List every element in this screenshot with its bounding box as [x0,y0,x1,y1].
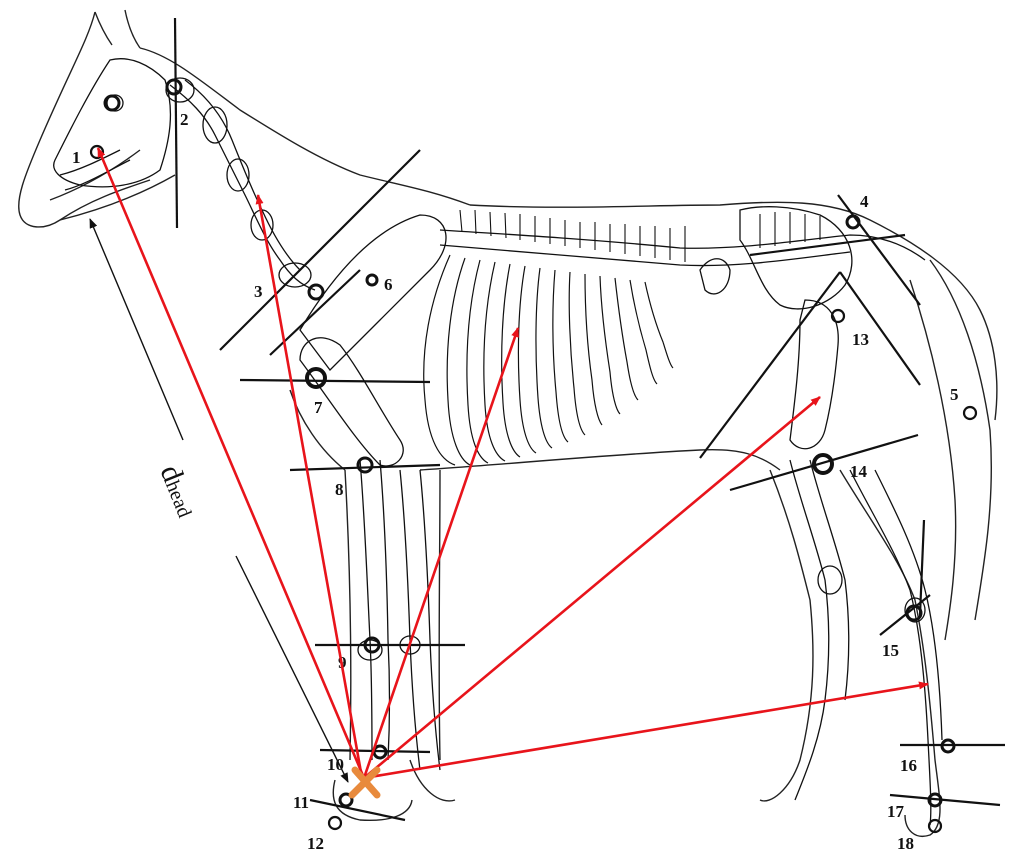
marker-label-6: 6 [384,275,393,294]
marker-label-18: 18 [897,834,914,853]
distance-line-upper [90,219,183,440]
joint-marker [167,80,181,94]
distance-label: dhead [154,460,204,521]
joint-marker [329,817,341,829]
horse-skeleton [54,59,942,825]
marker-label-17: 17 [887,802,905,821]
marker-label-16: 16 [900,756,917,775]
marker-label-3: 3 [254,282,263,301]
marker-label-7: 7 [314,398,323,417]
marker-label-1: 1 [72,148,81,167]
marker-label-10: 10 [327,755,344,774]
marker-label-13: 13 [852,330,869,349]
joint-marker [307,369,325,387]
vector-to-thorax [364,328,518,778]
marker-label-4: 4 [860,192,869,211]
joint-marker [309,285,323,299]
marker-labels: 1 2 3 4 5 6 7 8 9 10 11 12 13 14 15 16 1… [72,110,959,853]
vector-to-hind-cannon [364,684,928,778]
marker-label-5: 5 [950,385,959,404]
marker-label-15: 15 [882,641,899,660]
marker-label-8: 8 [335,480,344,499]
measurement-lines [175,18,1005,820]
marker-label-12: 12 [307,834,324,853]
joint-marker [964,407,976,419]
marker-label-11: 11 [293,793,309,812]
vector-to-head [98,148,364,778]
joint-marker [367,275,377,285]
distance-line-lower [236,556,348,782]
marker-label-2: 2 [180,110,189,129]
horse-outline [19,10,997,836]
marker-label-14: 14 [850,462,868,481]
distance-dimension: dhead [90,219,348,782]
vector-to-hip [364,397,820,778]
